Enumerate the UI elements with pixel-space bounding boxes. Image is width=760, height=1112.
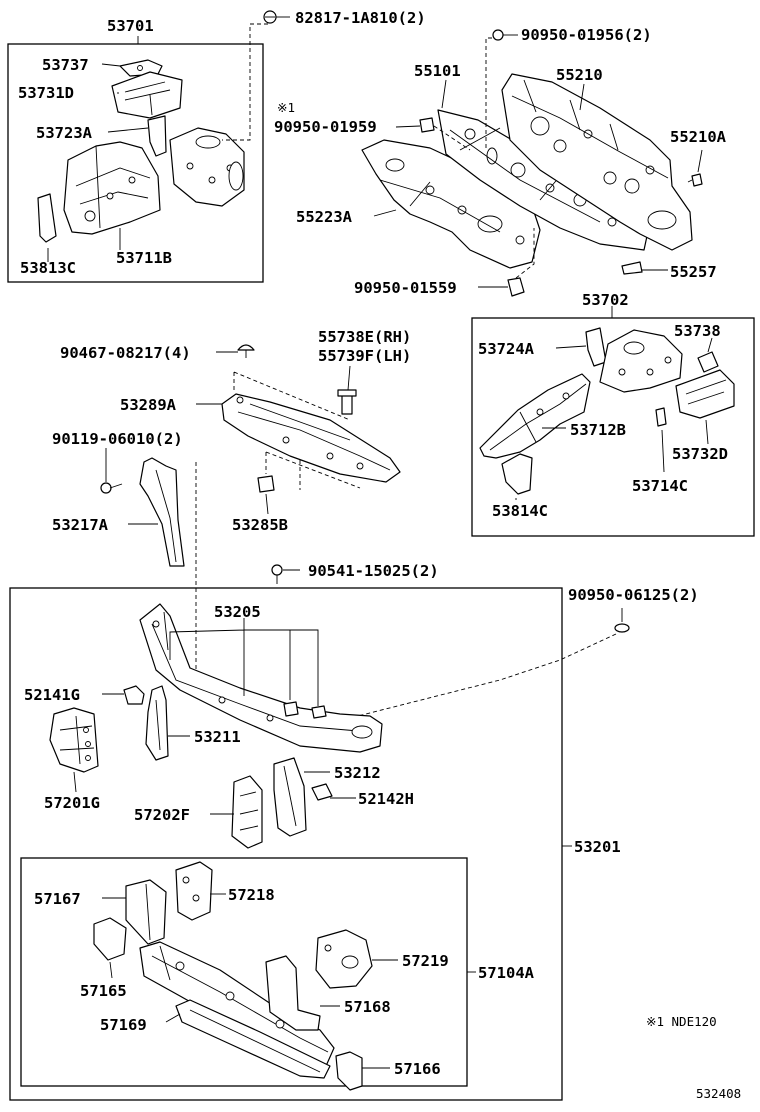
- part-53701-shock-tower[interactable]: [169, 127, 245, 207]
- label-53217A: 53217A: [52, 516, 109, 534]
- label-55210A: 55210A: [670, 128, 727, 146]
- label-53212: 53212: [334, 764, 381, 782]
- part-53723A[interactable]: [147, 115, 167, 157]
- label-90119-06010: 90119-06010(2): [52, 430, 183, 448]
- fastener-90541-15025[interactable]: [271, 564, 283, 584]
- label-57104A: 57104A: [478, 964, 535, 982]
- group-frame-53702: [471, 317, 755, 537]
- part-57168[interactable]: [265, 955, 321, 1031]
- label-53701: 53701: [107, 17, 154, 35]
- part-53724A[interactable]: [585, 327, 607, 367]
- part-57218[interactable]: [175, 861, 213, 921]
- part-57219[interactable]: [315, 929, 373, 989]
- label-90467-08217: 90467-08217(4): [60, 344, 191, 362]
- part-52142H[interactable]: [311, 783, 333, 801]
- label-82817-1A810: 82817-1A810(2): [295, 9, 426, 27]
- label-53289A: 53289A: [120, 396, 177, 414]
- group-frame-53701: [7, 43, 264, 283]
- label-53702: 53702: [582, 291, 629, 309]
- fastener-90950-06125[interactable]: [614, 623, 630, 633]
- label-53205: 53205: [214, 603, 261, 621]
- label-55739F-LH: 55739F(LH): [318, 347, 411, 365]
- part-57202F[interactable]: [231, 775, 263, 849]
- label-57218: 57218: [228, 886, 275, 904]
- part-55738E-55739F[interactable]: [337, 389, 357, 415]
- part-57104A-crossmember[interactable]: [139, 941, 335, 1067]
- part-57169[interactable]: [175, 999, 331, 1079]
- part-53289A[interactable]: [221, 393, 401, 483]
- label-53731D: 53731D: [18, 84, 74, 102]
- label-53732D: 53732D: [672, 445, 728, 463]
- label-90950-01956: 90950-01956(2): [521, 26, 652, 44]
- label-57202F: 57202F: [134, 806, 190, 824]
- part-53211[interactable]: [145, 685, 169, 761]
- label-57219: 57219: [402, 952, 449, 970]
- fastener-55210A[interactable]: [687, 173, 703, 187]
- label-55223A: 55223A: [296, 208, 353, 226]
- label-57169: 57169: [100, 1016, 147, 1034]
- part-53731D[interactable]: [111, 71, 183, 119]
- part-53285B[interactable]: [257, 475, 275, 493]
- part-53205[interactable]: [139, 603, 383, 753]
- part-53738[interactable]: [697, 351, 719, 373]
- label-53201: 53201: [574, 838, 621, 856]
- label-57165: 57165: [80, 982, 127, 1000]
- label-53211: 53211: [194, 728, 241, 746]
- label-55738E-RH: 55738E(RH): [318, 328, 411, 346]
- part-55210[interactable]: [501, 73, 693, 251]
- label-55257: 55257: [670, 263, 717, 281]
- label-53737: 53737: [42, 56, 89, 74]
- label-53714C: 53714C: [632, 477, 688, 495]
- fastener-90119-06010[interactable]: [100, 482, 123, 494]
- label-53711B: 53711B: [116, 249, 172, 267]
- part-52141G[interactable]: [123, 685, 145, 705]
- diagram-id: 532408: [696, 1086, 741, 1101]
- label-90950-01959: 90950-01959: [274, 118, 377, 136]
- fastener-90950-01956[interactable]: [492, 29, 504, 41]
- fastener-90950-01959[interactable]: [419, 117, 435, 133]
- part-57165[interactable]: [93, 917, 127, 961]
- bracket-53205-b: [311, 705, 327, 719]
- fastener-90950-01559[interactable]: [507, 277, 525, 297]
- part-53212[interactable]: [273, 757, 307, 837]
- label-57166: 57166: [394, 1060, 441, 1078]
- label-53724A: 53724A: [478, 340, 535, 358]
- part-53712B[interactable]: [479, 373, 591, 459]
- label-note-mark: ※1: [277, 100, 295, 115]
- part-57167[interactable]: [125, 879, 167, 945]
- part-53714C[interactable]: [655, 407, 667, 427]
- label-57168: 57168: [344, 998, 391, 1016]
- label-53814C: 53814C: [492, 502, 548, 520]
- label-52141G: 52141G: [24, 686, 80, 704]
- label-90541-15025: 90541-15025(2): [308, 562, 439, 580]
- part-55257[interactable]: [621, 261, 643, 275]
- label-53285B: 53285B: [232, 516, 288, 534]
- label-57201G: 57201G: [44, 794, 100, 812]
- fastener-82817-1A810[interactable]: [263, 10, 277, 24]
- label-57167: 57167: [34, 890, 81, 908]
- part-53732D[interactable]: [675, 369, 735, 419]
- group-frame-53201: [9, 587, 563, 1101]
- footnote-nde120: ※1 NDE120: [646, 1014, 717, 1029]
- part-53701-main-apron[interactable]: [63, 141, 161, 235]
- bracket-53205-a: [283, 701, 299, 717]
- part-57166[interactable]: [335, 1051, 363, 1091]
- part-53814C[interactable]: [501, 453, 533, 495]
- label-53723A: 53723A: [36, 124, 93, 142]
- label-90950-06125: 90950-06125(2): [568, 586, 699, 604]
- part-57201G[interactable]: [49, 707, 99, 773]
- label-53712B: 53712B: [570, 421, 626, 439]
- part-53702-shock-tower[interactable]: [599, 329, 683, 393]
- fastener-90467-08217[interactable]: [237, 344, 255, 358]
- label-55101: 55101: [414, 62, 461, 80]
- label-55210: 55210: [556, 66, 603, 84]
- label-53813C: 53813C: [20, 259, 76, 277]
- label-52142H: 52142H: [358, 790, 414, 808]
- label-53738: 53738: [674, 322, 721, 340]
- part-53217A[interactable]: [139, 457, 185, 567]
- part-53813C[interactable]: [37, 193, 57, 243]
- label-90950-01559: 90950-01559: [354, 279, 457, 297]
